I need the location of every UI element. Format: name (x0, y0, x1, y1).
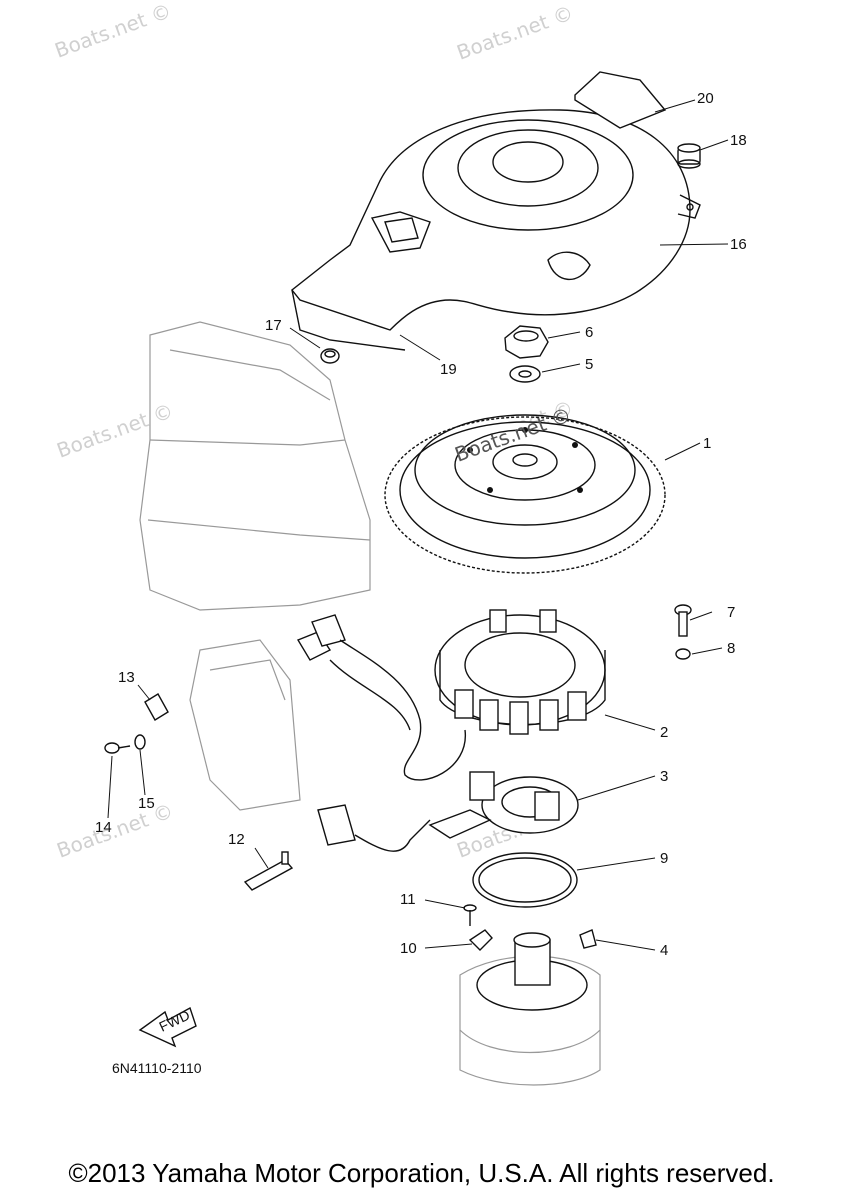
watermark: Boats.net © (52, 0, 175, 63)
callout-12: 12 (228, 831, 245, 848)
callout-5: 5 (585, 356, 593, 373)
callout-10: 10 (400, 940, 417, 957)
callout-20: 20 (697, 90, 714, 107)
callout-13: 13 (118, 669, 135, 686)
diagram-part-code: 6N41110-2110 (112, 1060, 202, 1076)
callout-2: 2 (660, 724, 668, 741)
lead-plate (243, 851, 294, 891)
watermark: Boats.net © (54, 798, 177, 862)
callout-17: 17 (265, 317, 282, 334)
callout-4: 4 (660, 942, 668, 959)
clamp (468, 929, 493, 951)
grommet-small (320, 348, 340, 364)
stator-assembly (434, 609, 606, 735)
callout-15: 15 (138, 795, 155, 812)
leader-lines (107, 99, 729, 951)
bolt (104, 742, 131, 754)
exploded-parts-diagram: Boats.net © Boats.net © Boats.net © Boat… (52, 0, 747, 1086)
callout-7: 7 (727, 604, 735, 621)
retaining-ring (472, 852, 578, 908)
grommet (677, 143, 701, 169)
washer-upper (675, 648, 691, 660)
fwd-arrow-icon: FWD (138, 1007, 197, 1048)
bracket-plate (144, 693, 169, 721)
callout-9: 9 (660, 850, 668, 867)
bracket-outline (189, 639, 301, 811)
crankshaft-base-outline (459, 932, 601, 1086)
watermark: Boats.net © (454, 0, 577, 64)
callout-16: 16 (730, 236, 747, 253)
washer (509, 365, 541, 383)
bolt-upper (674, 604, 692, 637)
callout-3: 3 (660, 768, 668, 785)
callout-14: 14 (95, 819, 112, 836)
woodruff-key (579, 929, 597, 949)
callout-6: 6 (585, 324, 593, 341)
screw (463, 904, 477, 926)
washer-small (134, 734, 146, 750)
flywheel-nut (504, 325, 549, 359)
copyright-footer: ©2013 Yamaha Motor Corporation, U.S.A. A… (68, 1158, 775, 1188)
callout-11: 11 (400, 891, 416, 908)
callout-1: 1 (703, 435, 711, 452)
watermark: Boats.net © (54, 398, 177, 462)
flywheel-magneto (384, 414, 666, 574)
callout-8: 8 (727, 640, 735, 657)
callout-18: 18 (730, 132, 747, 149)
caution-label-plate (574, 71, 667, 129)
callout-19: 19 (440, 361, 457, 378)
pulser-coil-base (428, 771, 579, 839)
stator-wire-harness (296, 614, 466, 852)
engine-block-outline (139, 321, 371, 611)
flywheel-cover (291, 109, 701, 351)
